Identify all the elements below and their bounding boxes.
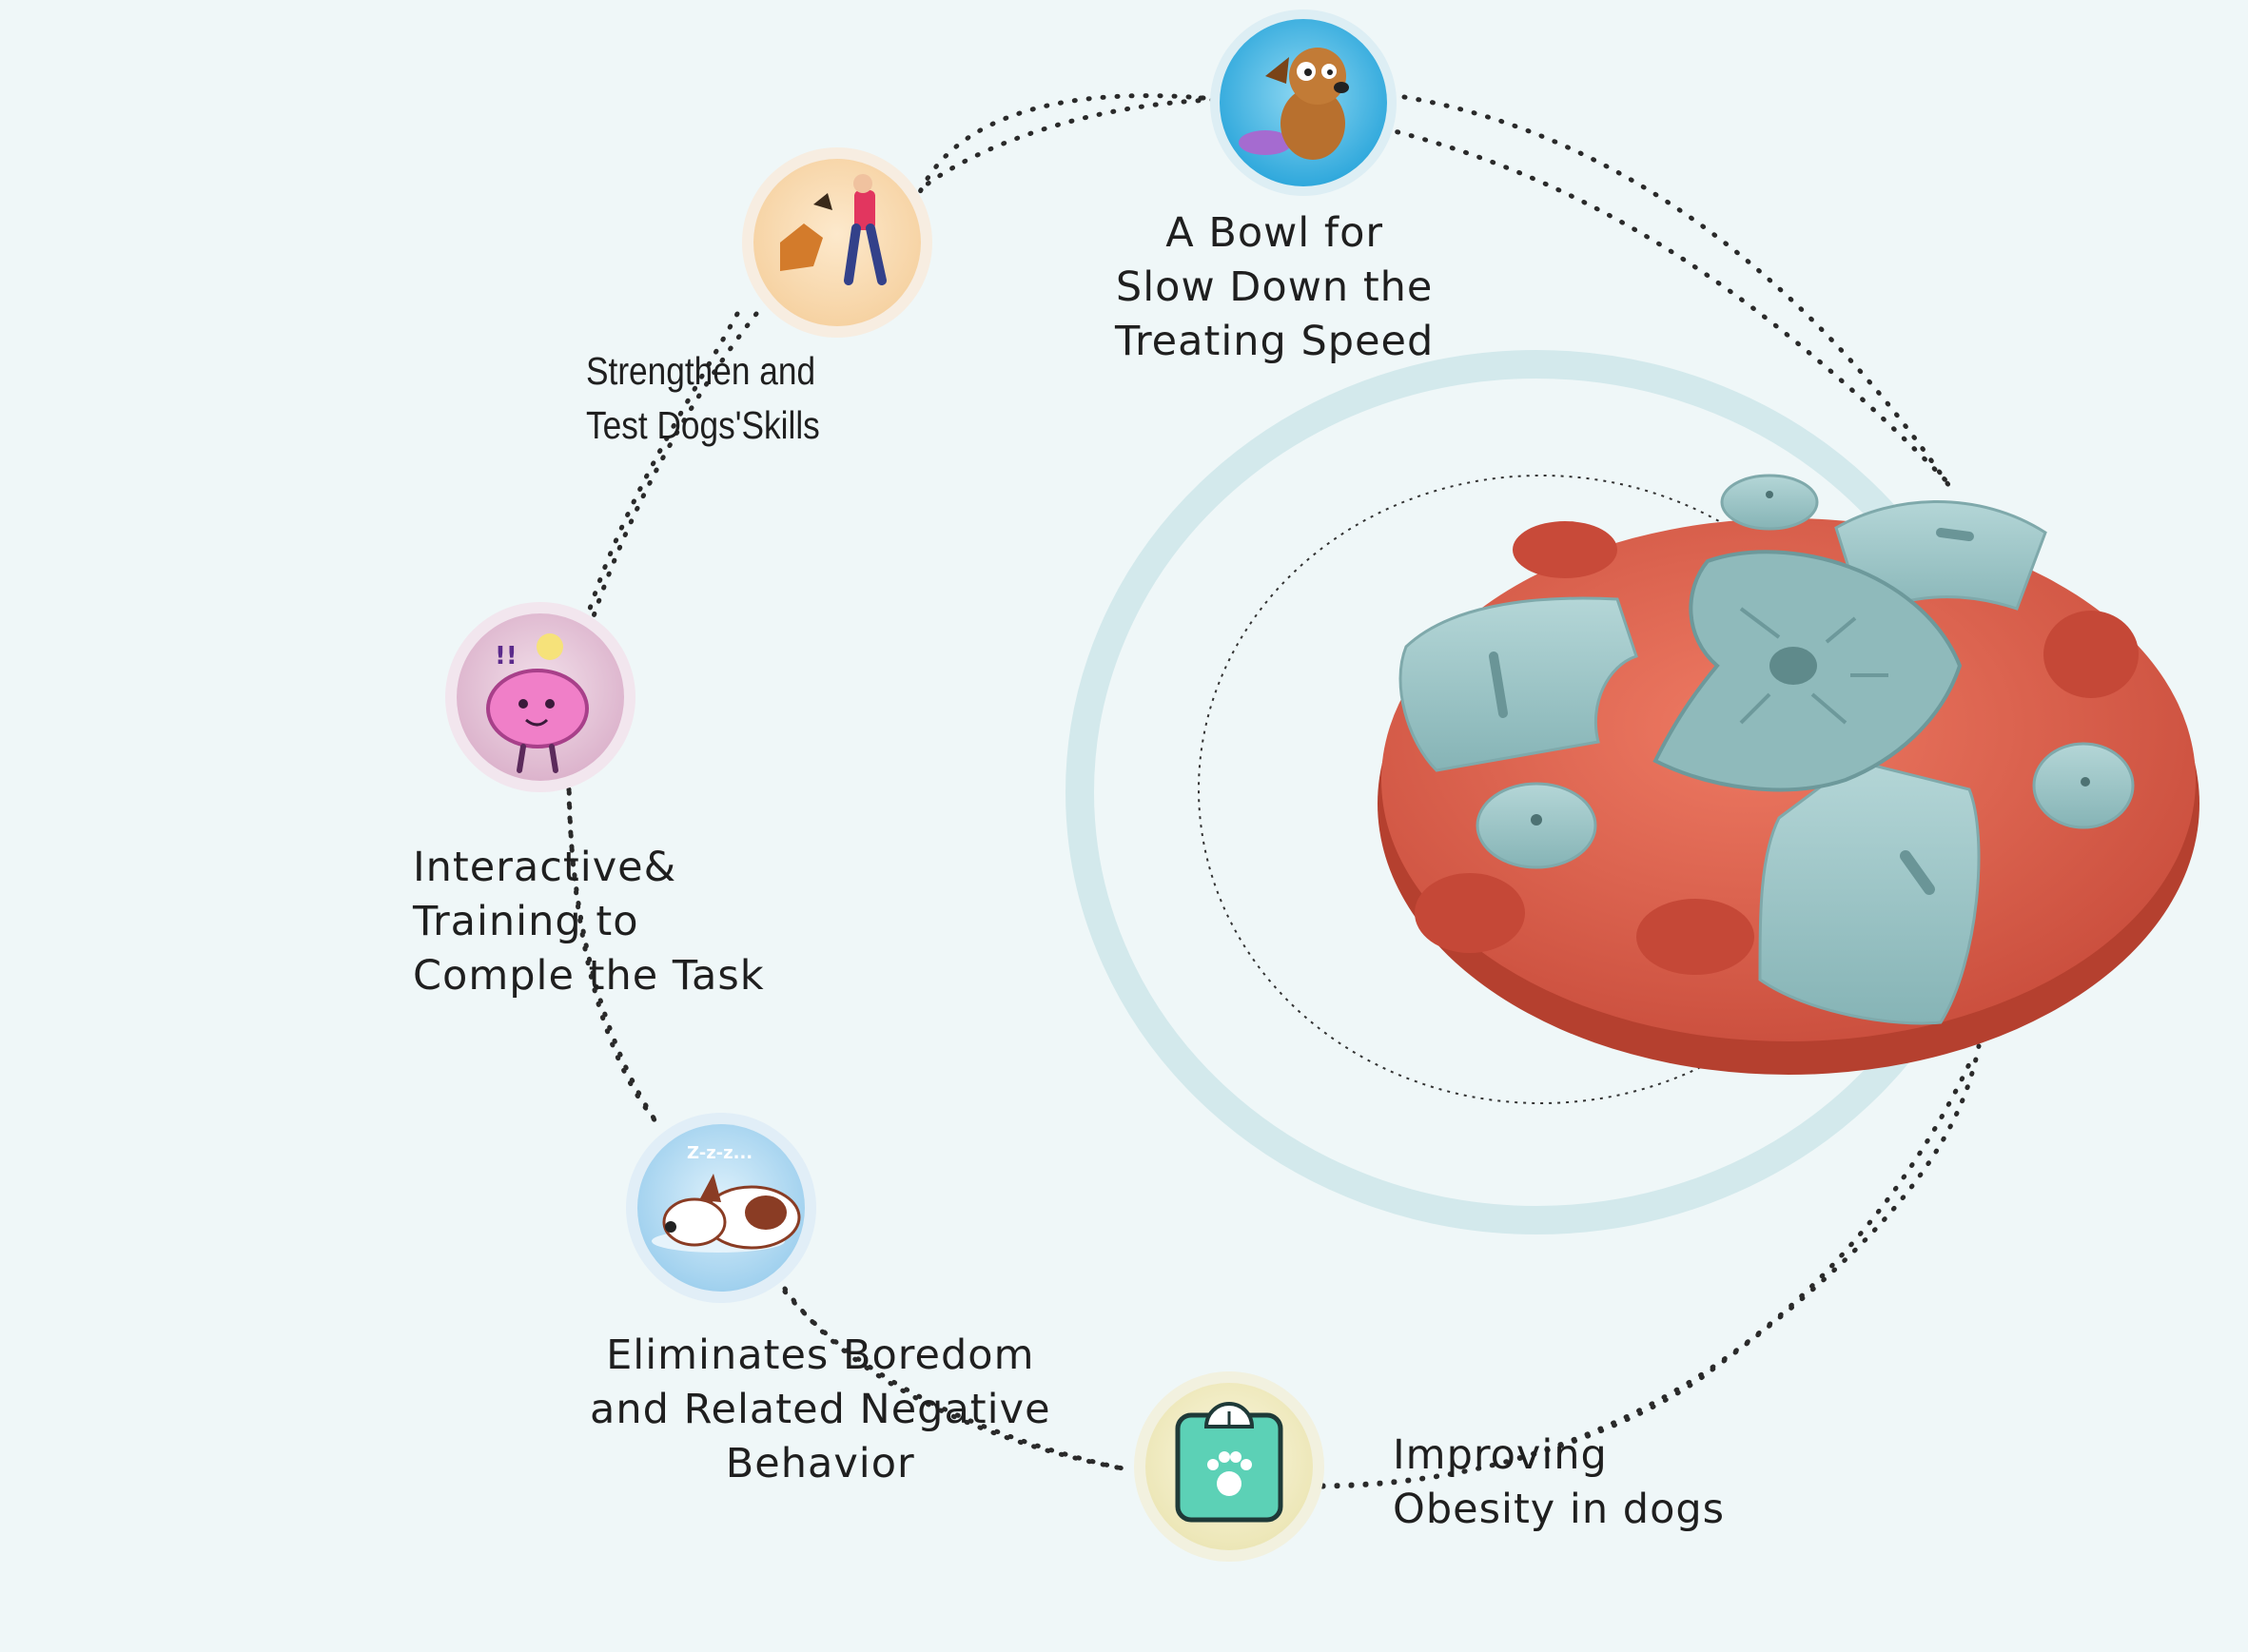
sleeping-dog-icon: Z-z-z...	[652, 1143, 801, 1253]
label-line: Obesity in dogs	[1393, 1486, 1726, 1533]
orbit-segment	[916, 97, 1216, 193]
orbit-segment	[587, 311, 759, 631]
label-line: Treating Speed	[1115, 318, 1435, 365]
feature-label-boredom: Eliminates Boredom and Related Negative …	[590, 1329, 1051, 1491]
label-line: Comple the Task	[413, 952, 765, 1000]
puzzle-feeder-bowl	[1378, 474, 2199, 1075]
label-line: Test Dogs'Skills	[586, 403, 820, 447]
feature-slow-bowl-badge	[1210, 10, 1397, 196]
feature-skills-badge	[742, 147, 932, 338]
orbit-segment	[782, 1289, 1130, 1472]
label-line: A Bowl for	[1165, 209, 1384, 257]
dog-with-bowl-icon	[1239, 48, 1349, 160]
alert-marks: !!	[495, 642, 518, 671]
label-line: Improving	[1393, 1431, 1608, 1479]
label-line: Training to	[413, 898, 639, 945]
feature-label-skills: Strengthen and Test Dogs'Skills	[586, 344, 820, 453]
label-line: Strengthen and	[586, 349, 816, 393]
feature-obesity-badge	[1134, 1371, 1324, 1562]
feature-boredom-badge: Z-z-z...	[626, 1113, 816, 1303]
feature-interactive-badge: !!	[445, 602, 635, 792]
feature-label-obesity: Improving Obesity in dogs	[1393, 1428, 1725, 1537]
weight-scale-icon	[1175, 1402, 1283, 1523]
feature-label-slow-bowl: A Bowl for Slow Down the Treating Speed	[1115, 206, 1434, 369]
label-line: Interactive&	[413, 844, 677, 891]
label-line: and Related Negative	[590, 1386, 1051, 1433]
label-line: Slow Down the	[1115, 263, 1434, 311]
dog-training-icon	[780, 174, 887, 285]
sleep-text: Z-z-z...	[687, 1143, 753, 1163]
label-line: Eliminates Boredom	[606, 1331, 1035, 1379]
feature-label-interactive: Interactive& Training to Comple the Task	[413, 841, 765, 1003]
brain-idea-icon: !!	[486, 633, 589, 773]
orbit-segment	[1319, 1051, 1977, 1489]
orbit-segment	[1401, 94, 1958, 497]
label-line: Behavior	[725, 1440, 915, 1487]
